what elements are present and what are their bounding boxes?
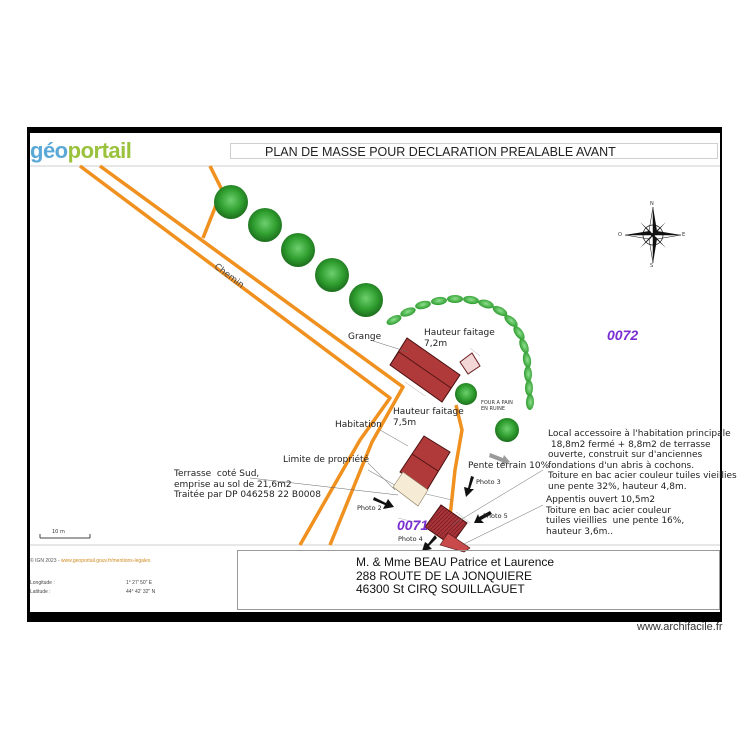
frame-bottom <box>27 612 722 622</box>
terrace-note: Terrasse coté Sud, emprise au sol de 21,… <box>174 469 321 500</box>
compass-north-label: N <box>650 201 654 207</box>
frame-right <box>720 127 722 622</box>
geoportail-logo: géoportail <box>30 138 132 164</box>
arrow-photo-3 <box>464 476 474 497</box>
local-leader <box>451 469 544 526</box>
local-accessoire <box>424 504 471 553</box>
longitude-label: Longitude : <box>30 580 55 586</box>
slope-arrow <box>489 453 510 465</box>
photo-5-label: Photo 5 <box>483 512 508 520</box>
tree <box>281 233 315 267</box>
arrow-photo-4 <box>422 535 437 551</box>
arrow-photo-2 <box>373 497 394 509</box>
latitude-label: Latitude : <box>30 589 51 595</box>
terrace-leader <box>249 477 399 496</box>
habitation-height-label: Hauteur faitage 7,5m <box>393 407 464 428</box>
owner-city: 46300 St CIRQ SOUILLAGUET <box>356 582 525 596</box>
frame-top <box>27 127 722 133</box>
archifacile-watermark: www.archifacile.fr <box>637 621 723 633</box>
tree <box>349 283 383 317</box>
terrace <box>392 471 429 507</box>
habitation-label: Habitation <box>335 420 382 430</box>
tree <box>248 208 282 242</box>
plan-title: PLAN DE MASSE POUR DECLARATION PREALABLE… <box>230 143 718 159</box>
appentis-leader <box>461 504 544 546</box>
compass-east-label: E <box>682 232 686 238</box>
photo-4-label: Photo 4 <box>398 535 423 543</box>
logo-geo: géo <box>30 138 68 163</box>
copyright-link[interactable]: www.geoportail.gouv.fr/mentions-legales <box>60 558 151 564</box>
property-limit-label: Limite de propriété <box>283 455 370 465</box>
grange-leader <box>369 339 409 353</box>
owner-address-box: M. & Mme BEAU Patrice et Laurence 288 RO… <box>237 550 720 610</box>
appentis-note: Appentis ouvert 10,5m2 Toiture en bac ac… <box>546 495 685 537</box>
tree <box>214 185 248 219</box>
tree <box>455 383 477 405</box>
scale-label: 10 m <box>52 529 65 535</box>
hedge <box>386 295 535 410</box>
tree <box>315 258 349 292</box>
slope-label: Pente terrain 10% <box>468 461 550 471</box>
tree-row <box>214 185 519 442</box>
compass-west-label: O <box>618 232 622 238</box>
dimension-marks <box>397 347 481 524</box>
compass-rose <box>624 206 682 264</box>
owner-name: M. & Mme BEAU Patrice et Laurence <box>356 555 555 569</box>
grange-building <box>389 337 481 403</box>
four-a-pain-label: FOUR A PAIN EN RUINE <box>481 400 513 412</box>
photo-2-label: Photo 2 <box>357 504 382 512</box>
grange-label: Grange <box>348 332 382 342</box>
property-limit-leader <box>367 462 396 491</box>
copyright-prefix: © IGN 2023 - <box>30 558 61 564</box>
owner-street: 288 ROUTE DE LA JONQUIERE <box>356 568 533 583</box>
habitation-leader <box>379 429 409 447</box>
logo-portail: portail <box>67 138 132 163</box>
compass-south-label: S <box>650 263 654 269</box>
grange-height-label: Hauteur faitage 7,2m <box>424 328 495 349</box>
longitude-value: 1° 27' 50" E <box>126 580 153 586</box>
parcel-label-main: 0072 <box>607 327 639 343</box>
habitation-building <box>392 435 451 507</box>
tree <box>495 418 519 442</box>
copyright-text: © IGN 2023 - www.geoportail.gouv.fr/ment… <box>30 558 150 564</box>
scale-bar <box>39 534 91 539</box>
four-a-pain <box>459 352 481 375</box>
parcel-label-lower: 0071 <box>397 517 429 533</box>
photo-arrows <box>373 453 510 551</box>
photo-3-label: Photo 3 <box>476 478 501 486</box>
latitude-value: 44° 42' 32" N <box>126 589 156 595</box>
arrow-photo-5 <box>474 511 492 523</box>
local-accessoire-note: Local accessoire à l'habitation principa… <box>548 429 737 492</box>
frame-left <box>27 127 30 622</box>
